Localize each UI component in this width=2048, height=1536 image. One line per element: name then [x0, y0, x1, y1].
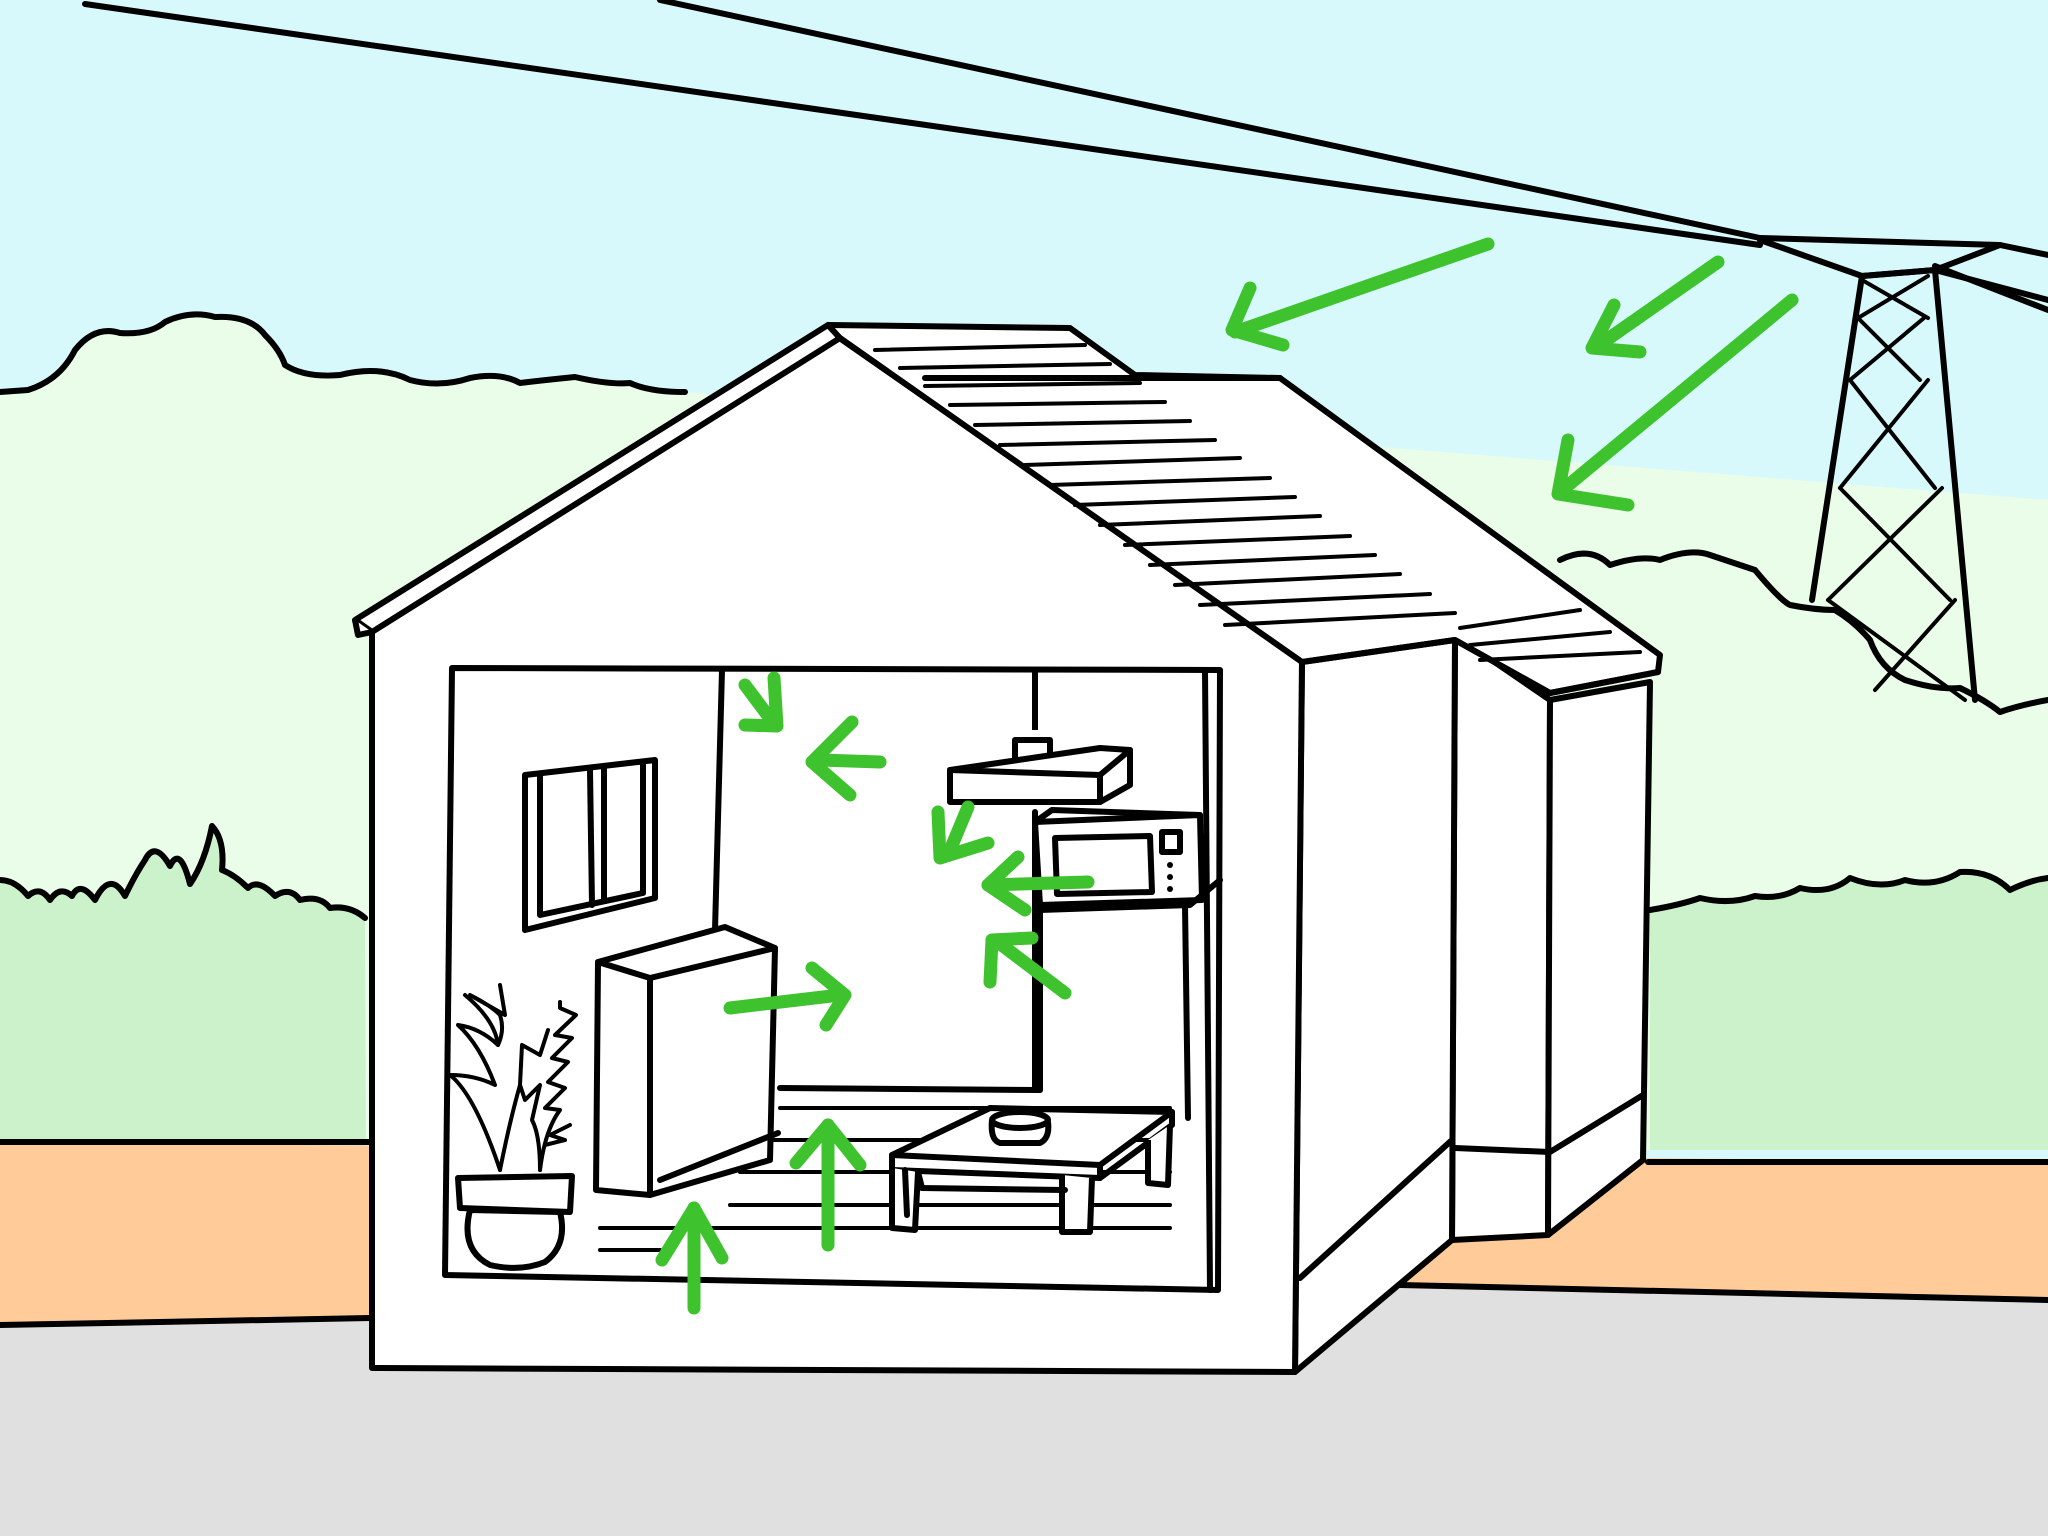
- room-cutaway-frame: [442, 665, 1223, 1293]
- coffee-table: [889, 1105, 1175, 1235]
- bushes-right-outline: [1647, 868, 2048, 913]
- power-line-lower: [657, 0, 2048, 258]
- refrigerator: [593, 924, 781, 1198]
- tree-line-outline-right: [1557, 549, 2048, 715]
- house: [352, 322, 1663, 1375]
- arrow-lower-wall: [983, 931, 1072, 1000]
- arrow-floor-left: [655, 1201, 729, 1315]
- bushes-outline: [0, 823, 368, 921]
- arrow-outdoor-1: [1225, 237, 1495, 352]
- arrow-from-microwave: [981, 850, 1095, 917]
- side-annex-end: [1545, 679, 1653, 1238]
- arrow-from-fridge: [723, 961, 852, 1032]
- arrow-outdoor-2: [1585, 255, 1725, 359]
- arrow-ceiling: [738, 671, 784, 733]
- arrow-floor-center: [789, 1118, 867, 1252]
- soil-edge: [0, 1139, 2048, 1165]
- bushes: [0, 826, 366, 1150]
- air-purifier: [947, 670, 1133, 805]
- arrow-wall-upper: [805, 715, 887, 802]
- indoor-arrows: [655, 671, 1095, 1315]
- arrow-from-purifier: [931, 800, 995, 865]
- window: [522, 757, 658, 933]
- roof-corrugation: [873, 343, 1661, 696]
- tree-line-outline: [0, 311, 688, 395]
- arrow-outdoor-3: [1551, 293, 1799, 512]
- transmission-tower: [1757, 237, 2048, 703]
- bushes-right: [1650, 871, 2048, 1150]
- power-line-upper: [82, 1, 1763, 248]
- potted-plant: [448, 983, 578, 1271]
- ground-edge: [0, 1282, 2048, 1328]
- outdoor-arrows: [1225, 237, 1799, 512]
